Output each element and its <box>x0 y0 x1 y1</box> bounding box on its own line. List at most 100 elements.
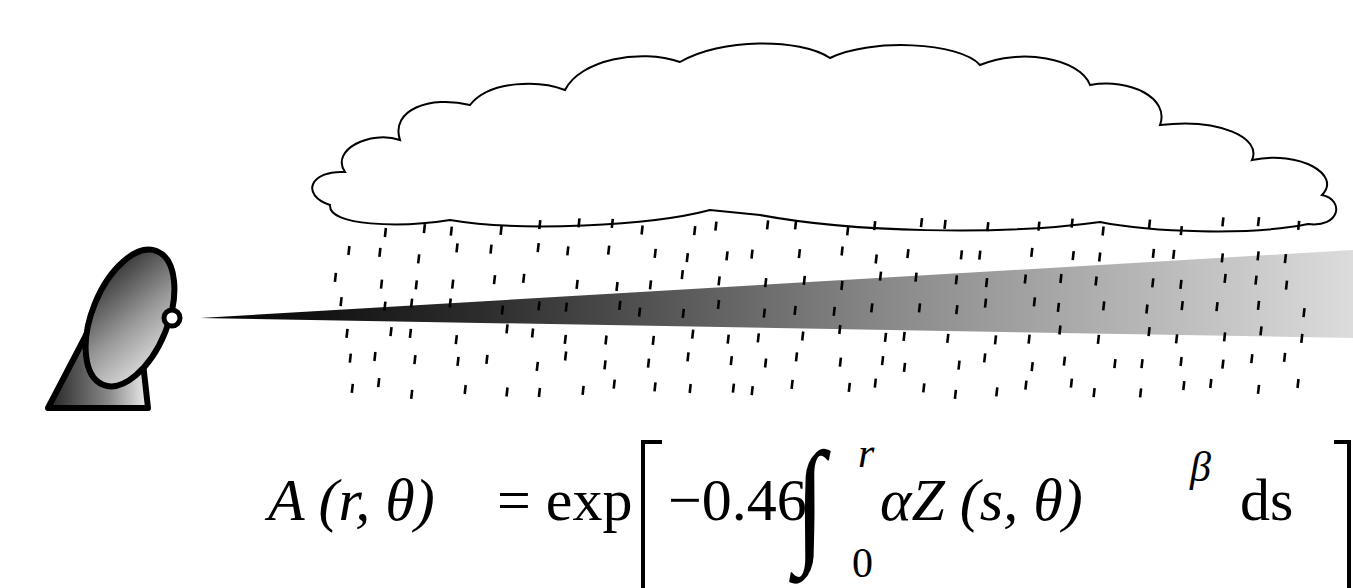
rain-drop <box>1180 280 1181 289</box>
exponent: β <box>1190 444 1211 490</box>
rain-drop <box>904 363 905 372</box>
rain-drop <box>1146 305 1147 314</box>
rain-drop <box>348 246 349 255</box>
integral-sign-wrap: ∫ <box>795 432 825 570</box>
rain-drop <box>876 255 877 264</box>
rain-drop <box>921 218 922 227</box>
equation-exp: = exp <box>497 467 632 533</box>
rain-drop <box>1152 278 1153 287</box>
rain-drop <box>457 243 458 252</box>
rain-drop <box>608 246 609 255</box>
rain-drop <box>904 332 905 341</box>
rain-drop <box>792 380 793 389</box>
rain-drop <box>765 359 766 368</box>
rain-drop <box>874 221 875 230</box>
rain-drop <box>834 307 835 316</box>
rain-drop <box>378 378 379 387</box>
rain-drop <box>539 220 540 229</box>
rain-drop <box>642 226 643 235</box>
rain-drop <box>606 336 607 345</box>
rain-drop <box>1258 301 1259 310</box>
rain-drop <box>767 220 768 229</box>
differential: ds <box>1240 467 1293 533</box>
rain-drop <box>840 358 841 367</box>
rain-drop <box>619 301 620 310</box>
rain-drop <box>379 248 380 257</box>
equation-coefficient-wrap: −0.46 <box>668 470 807 530</box>
rain-drop <box>1298 379 1299 388</box>
rain-drop <box>682 270 683 279</box>
rain-drop <box>987 222 988 231</box>
rain-drop <box>758 333 759 342</box>
rain-drop <box>979 251 980 260</box>
rain-drop <box>1114 359 1115 368</box>
rain-drop <box>1103 227 1104 236</box>
rain-drop <box>1181 357 1182 366</box>
rain-drop <box>1060 274 1061 283</box>
rain-drop <box>451 227 452 236</box>
rain-drop <box>1149 220 1150 229</box>
rain-drop <box>1153 249 1154 258</box>
rain-drop <box>567 246 568 255</box>
rain-drop <box>523 274 524 283</box>
rain-drop <box>875 379 876 388</box>
rain-drop <box>583 386 584 395</box>
rain-drop <box>1258 385 1259 394</box>
rain-drop <box>566 303 567 312</box>
rain-drop <box>639 308 640 317</box>
equation-lhs-wrap: A (r, θ) <box>268 470 435 530</box>
rain-drop <box>715 222 716 231</box>
rain-drop <box>1285 254 1286 263</box>
rain-drop <box>1059 326 1060 335</box>
rain-drop <box>688 352 689 361</box>
rain-drop <box>847 226 848 235</box>
rain-drop <box>687 253 688 262</box>
rain-drop <box>984 353 985 362</box>
rain-drop <box>486 355 487 364</box>
rain-drop <box>1096 277 1097 286</box>
rain-drop <box>1025 381 1026 390</box>
rain-drop <box>352 384 353 393</box>
rain-drop <box>752 386 753 395</box>
rain-drop <box>804 276 805 285</box>
rain-drop <box>655 249 656 258</box>
rain-drop <box>418 254 419 263</box>
differential-wrap: ds <box>1240 470 1293 530</box>
upper-limit: r <box>858 430 874 476</box>
rain-drop <box>1103 301 1104 310</box>
left-bracket <box>643 442 662 588</box>
radar-beam <box>200 250 1353 338</box>
equation-exp-wrap: = exp <box>497 470 632 530</box>
rain-drop <box>1222 217 1223 226</box>
rain-drop <box>1251 354 1252 363</box>
rain-drop <box>986 278 987 287</box>
rain-drop <box>1098 335 1099 344</box>
rain-drop <box>410 329 411 338</box>
rain-drop <box>1025 275 1026 284</box>
rain-drop <box>1222 253 1223 262</box>
rain-drop <box>414 355 415 364</box>
rain-drop <box>733 384 734 393</box>
rain-drop <box>381 280 382 289</box>
rain-drop <box>996 387 997 396</box>
rain-drop <box>1031 248 1032 257</box>
rain-drop <box>955 390 956 399</box>
rain-drop <box>919 303 920 312</box>
rain-drop <box>1256 276 1257 285</box>
rain-drop <box>1304 308 1305 317</box>
rain-drop <box>956 305 957 314</box>
rain-drop <box>335 273 336 282</box>
rain-drop <box>1032 362 1033 371</box>
lower-limit: 0 <box>852 540 873 586</box>
rain-drop <box>1224 332 1225 341</box>
rain-drop <box>491 245 492 254</box>
integral-sign: ∫ <box>795 425 825 578</box>
rain-drop <box>1142 359 1143 368</box>
rain-drop <box>727 251 728 260</box>
equation-coefficient: −0.46 <box>668 467 807 533</box>
rain-drop <box>458 357 459 366</box>
rain-drop <box>565 335 566 344</box>
equation-integrand: αZ (s, θ) <box>880 467 1083 533</box>
rain-drop <box>565 352 566 361</box>
